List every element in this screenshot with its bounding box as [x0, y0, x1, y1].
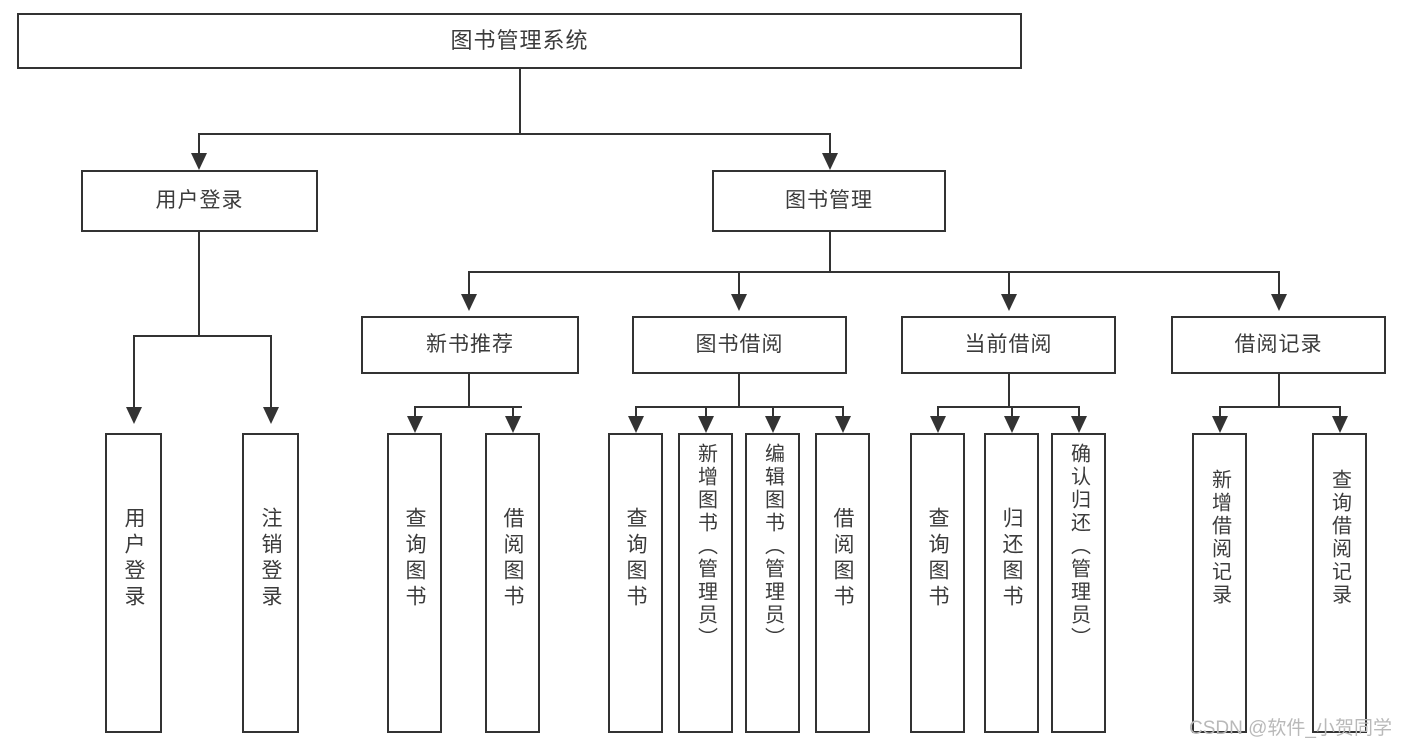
connector-drop-leaf-edit-book [772, 406, 774, 418]
connector-level3-bar [468, 271, 1280, 273]
arrowhead-current-borrow [1001, 294, 1017, 311]
connector-drop-leaf-confirm-return [1078, 406, 1080, 418]
node-label: 借阅图书 [501, 507, 524, 611]
node-label: 查询借阅记录 [1328, 469, 1351, 607]
node-label: 新书推荐 [426, 332, 514, 356]
leaf-edit-book[interactable]: 编辑图书（管理员） [745, 433, 800, 733]
connector-drop-leaf-borrow-book-2 [842, 406, 844, 418]
connector-user-login-stem [198, 232, 200, 336]
arrowhead-leaf-return-book [1004, 416, 1020, 433]
node-label: 注销登录 [259, 507, 282, 611]
connector-drop-new-book-rec [468, 271, 470, 296]
connector-drop-book-borrow [738, 271, 740, 296]
connector-current-borrow-stem [1008, 374, 1010, 408]
arrowhead-leaf-query-book-2 [628, 416, 644, 433]
node-label: 当前借阅 [964, 332, 1053, 356]
connector-drop-leaf-query-book-2 [635, 406, 637, 418]
node-label: 查询图书 [926, 507, 949, 611]
arrowhead-leaf-query-record [1332, 416, 1348, 433]
connector-current-borrow-bar [937, 406, 1079, 408]
arrowhead-book-manage [822, 153, 838, 170]
node-current-borrow[interactable]: 当前借阅 [901, 316, 1116, 374]
arrowhead-user-login [191, 153, 207, 170]
connector-drop-leaf-add-record [1219, 406, 1221, 418]
connector-book-borrow-stem [738, 374, 740, 408]
arrowhead-borrow-record [1271, 294, 1287, 311]
connector-drop-leaf-query-book-3 [937, 406, 939, 418]
leaf-user-login[interactable]: 用户登录 [105, 433, 162, 733]
connector-drop-leaf-logout [270, 335, 272, 409]
connector-root-stem [519, 69, 521, 134]
arrowhead-leaf-confirm-return [1071, 416, 1087, 433]
connector-drop-leaf-user-login [133, 335, 135, 409]
node-label: 归还图书 [1000, 507, 1023, 611]
node-label: 图书借阅 [695, 332, 784, 356]
connector-new-book-rec-stem [468, 374, 470, 408]
leaf-query-book-2[interactable]: 查询图书 [608, 433, 663, 733]
node-label: 确认归还（管理员） [1067, 443, 1090, 650]
arrowhead-leaf-borrow-book-1 [505, 416, 521, 433]
connector-level2-bar [198, 133, 831, 135]
arrowhead-leaf-add-book [698, 416, 714, 433]
connector-drop-leaf-query-record [1339, 406, 1341, 418]
node-label: 用户登录 [155, 188, 244, 212]
arrowhead-leaf-borrow-book-2 [835, 416, 851, 433]
node-label: 图书管理系统 [450, 28, 589, 54]
node-user-login[interactable]: 用户登录 [81, 170, 318, 232]
connector-borrow-record-stem [1278, 374, 1280, 408]
connector-drop-user-login [198, 133, 200, 155]
connector-new-book-rec-bar [414, 406, 522, 408]
node-borrow-record[interactable]: 借阅记录 [1171, 316, 1386, 374]
arrowhead-leaf-logout [263, 407, 279, 424]
connector-drop-current-borrow [1008, 271, 1010, 296]
arrowhead-leaf-user-login [126, 407, 142, 424]
leaf-query-record[interactable]: 查询借阅记录 [1312, 433, 1367, 733]
arrowhead-leaf-add-record [1212, 416, 1228, 433]
node-root-system[interactable]: 图书管理系统 [17, 13, 1022, 69]
arrowhead-leaf-edit-book [765, 416, 781, 433]
connector-book-manage-stem [829, 232, 831, 273]
node-label: 图书管理 [785, 188, 873, 212]
connector-drop-book-manage [829, 133, 831, 155]
arrowhead-leaf-query-book-3 [930, 416, 946, 433]
node-label: 查询图书 [403, 507, 426, 611]
node-label: 借阅图书 [831, 507, 854, 611]
connector-drop-borrow-record [1278, 271, 1280, 296]
leaf-query-book-1[interactable]: 查询图书 [387, 433, 442, 733]
arrowhead-new-book-rec [461, 294, 477, 311]
node-label: 新增借阅记录 [1208, 469, 1231, 607]
csdn-watermark: CSDN @软件_小贺同学 [1189, 718, 1392, 739]
connector-drop-leaf-borrow-book-1 [512, 406, 514, 418]
connector-drop-leaf-query-book-1 [414, 406, 416, 418]
node-label: 用户登录 [122, 507, 145, 611]
arrowhead-book-borrow [731, 294, 747, 311]
node-label: 查询图书 [624, 507, 647, 611]
node-book-manage[interactable]: 图书管理 [712, 170, 946, 232]
node-new-book-recommend[interactable]: 新书推荐 [361, 316, 579, 374]
connector-book-borrow-bar [635, 406, 843, 408]
leaf-borrow-book-1[interactable]: 借阅图书 [485, 433, 540, 733]
leaf-add-book[interactable]: 新增图书（管理员） [678, 433, 733, 733]
arrowhead-leaf-query-book-1 [407, 416, 423, 433]
connector-user-login-bar [133, 335, 272, 337]
node-label: 编辑图书（管理员） [761, 443, 784, 650]
connector-borrow-record-bar [1219, 406, 1341, 408]
leaf-return-book[interactable]: 归还图书 [984, 433, 1039, 733]
connector-drop-leaf-add-book [705, 406, 707, 418]
node-label: 新增图书（管理员） [694, 443, 717, 650]
node-book-borrow[interactable]: 图书借阅 [632, 316, 847, 374]
leaf-confirm-return[interactable]: 确认归还（管理员） [1051, 433, 1106, 733]
leaf-logout[interactable]: 注销登录 [242, 433, 299, 733]
node-label: 借阅记录 [1234, 332, 1323, 356]
connector-drop-leaf-return-book [1011, 406, 1013, 418]
leaf-query-book-3[interactable]: 查询图书 [910, 433, 965, 733]
leaf-add-record[interactable]: 新增借阅记录 [1192, 433, 1247, 733]
leaf-borrow-book-2[interactable]: 借阅图书 [815, 433, 870, 733]
